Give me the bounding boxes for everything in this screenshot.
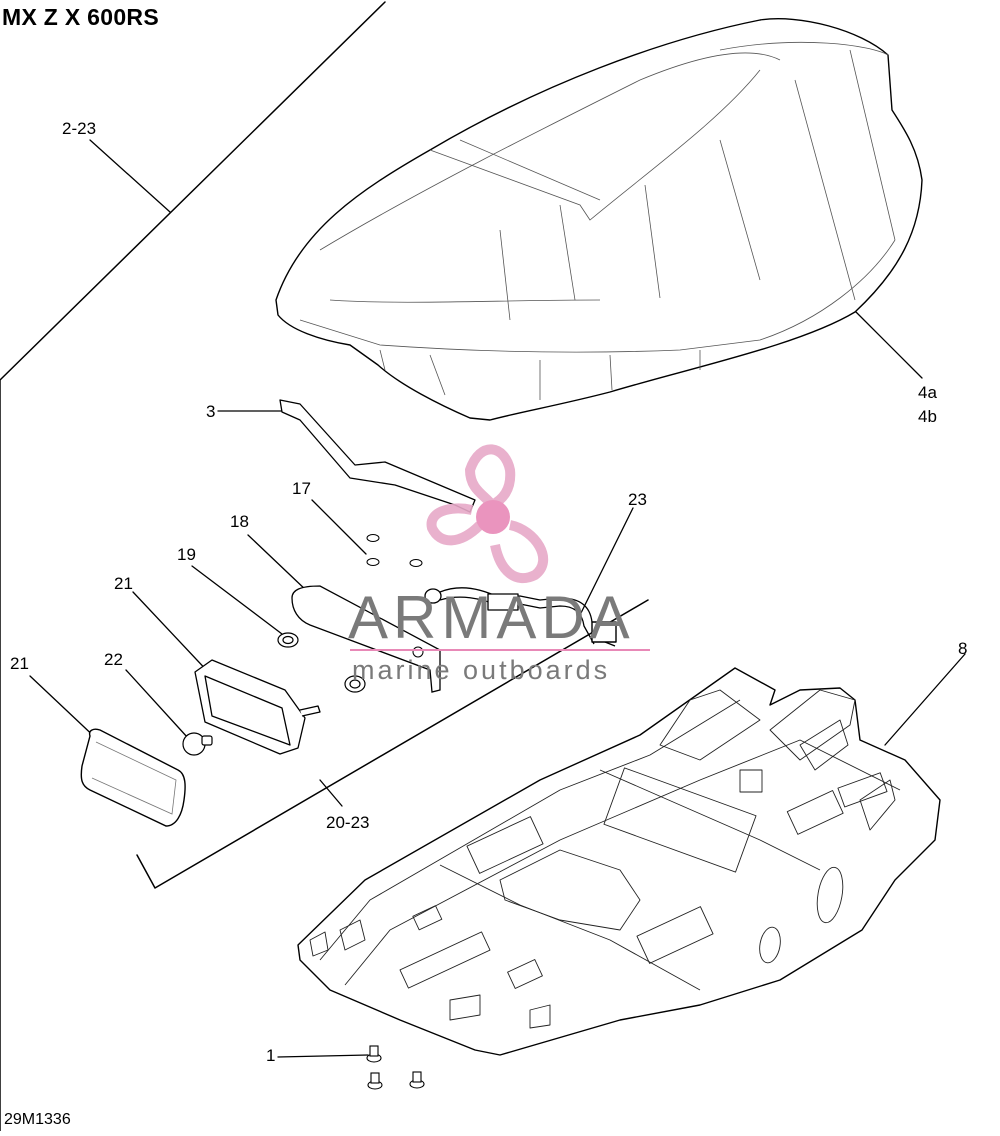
- leader-23: [579, 507, 634, 616]
- leader-21a: [132, 591, 213, 677]
- leader-8: [884, 653, 966, 746]
- watermark-propeller-icon: [426, 444, 549, 584]
- seat: [275, 18, 923, 421]
- bulb: [182, 732, 213, 756]
- callout-4b: 4b: [918, 407, 937, 426]
- callout-17: 17: [292, 479, 311, 498]
- callout-8: 8: [958, 639, 968, 658]
- seat-panel-lines: [299, 41, 896, 400]
- callout-1: 1: [266, 1046, 276, 1065]
- rivets: [366, 534, 423, 567]
- leader-21b: [29, 675, 101, 743]
- callout-3: 3: [206, 402, 216, 421]
- callout-4a: 4a: [918, 383, 937, 402]
- light-housing: [194, 659, 321, 755]
- leader-20-23: [319, 779, 343, 807]
- grommets: [277, 632, 366, 693]
- callout-21-lens: 21: [10, 654, 29, 673]
- callout-22: 22: [104, 650, 123, 669]
- group-bracket-20-23: [136, 599, 649, 889]
- watermark-brand: ARMADA: [348, 584, 635, 651]
- leader-1: [277, 1054, 369, 1058]
- leader-18: [247, 534, 309, 593]
- callout-20-23: 20-23: [326, 813, 370, 832]
- leader-2-23: [89, 139, 171, 213]
- base-pan-details: [309, 689, 901, 1029]
- callout-19: 19: [177, 545, 196, 564]
- group-bracket-2-23: [0, 1, 386, 1132]
- screws: [366, 1045, 425, 1090]
- mounting-plate: [291, 585, 441, 693]
- base-pan: [297, 667, 941, 1056]
- leader-17: [311, 499, 367, 555]
- leader-4a: [855, 311, 923, 379]
- callout-21-housing: 21: [114, 574, 133, 593]
- callout-18: 18: [230, 512, 249, 531]
- wiring-harness: [424, 587, 617, 647]
- leader-19: [191, 565, 283, 635]
- model-title: MX Z X 600RS: [2, 4, 159, 30]
- callout-2-23: 2-23: [62, 119, 97, 138]
- lens: [80, 728, 186, 827]
- watermark-tagline: marine outboards: [352, 655, 611, 685]
- leader-22: [125, 669, 189, 739]
- drawing-code: 29M1336: [4, 1111, 71, 1128]
- callout-23: 23: [628, 490, 647, 509]
